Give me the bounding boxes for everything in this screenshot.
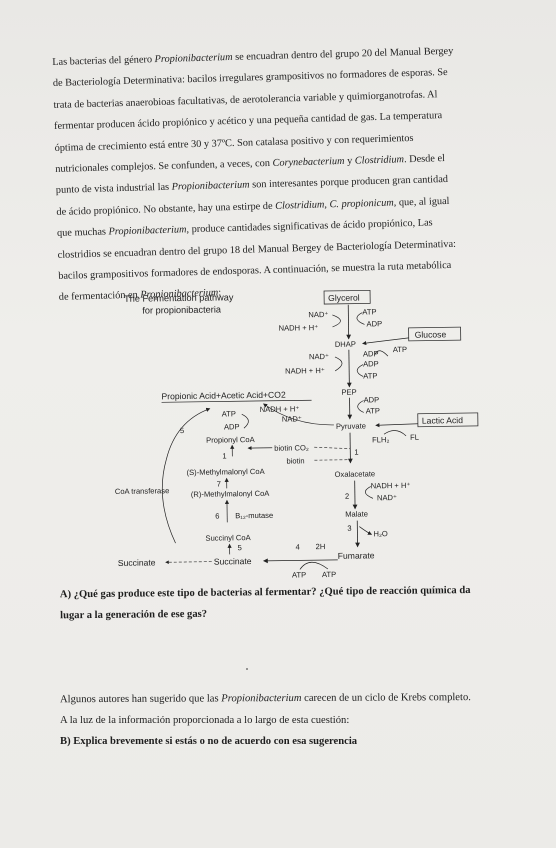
- succinate-left-label: Succinate: [118, 557, 156, 568]
- nad-plus-4-label: NAD⁺: [377, 493, 397, 502]
- pep-label: PEP: [341, 388, 356, 397]
- s-methylmalonyl-label: (S)-Methylmalonyl CoA: [186, 467, 265, 477]
- adp4-curve: [357, 400, 364, 413]
- atp-5-label: ATP: [222, 409, 236, 418]
- step-7-label: 7: [217, 479, 221, 488]
- left-loop-arrow: [161, 407, 211, 544]
- question-b-context: A la luz de la información proporcionada…: [60, 715, 350, 726]
- atp-label: ATP: [362, 307, 376, 316]
- propionyl-coa-label: Propionyl CoA: [206, 435, 256, 445]
- step-6-label: 6: [215, 512, 219, 521]
- glucose-dhap-arrow: [362, 337, 409, 346]
- question-b-intro: Algunos autores han sugerido que las Pro…: [59, 692, 471, 706]
- malate-label: Malate: [345, 509, 368, 518]
- step-3-label: 3: [347, 524, 351, 533]
- lactic-acid-box: [417, 412, 479, 428]
- lactic-pyruvate-arrow: [375, 423, 418, 428]
- atp-4-label: ATP: [366, 406, 380, 415]
- dhap-pep-arrow: [346, 349, 352, 388]
- step-5b-label: 5: [238, 543, 242, 552]
- pathway-svg: The Fermentation pathway for propionibac…: [115, 289, 479, 580]
- atp-2-label: ATP: [393, 345, 407, 354]
- h2o-curve: [359, 526, 373, 535]
- atp-6-label: ATP: [292, 570, 306, 579]
- nadh-label: NADH + H⁺: [278, 323, 318, 333]
- adp-4-label: ADP: [363, 395, 379, 404]
- atp-bottom-curve: [299, 561, 329, 570]
- lactic-acid-label: Lactic Acid: [422, 415, 463, 426]
- glucose-atp-curve: [374, 350, 389, 357]
- fumarate-label: Fumarate: [338, 550, 375, 561]
- step-5-label: 5: [180, 426, 184, 435]
- nad2-curve: [334, 356, 343, 372]
- step-4-label: 4: [296, 542, 300, 551]
- adp-5-label: ADP: [224, 422, 240, 431]
- adp-label: ADP: [366, 319, 382, 328]
- adp-2-label: ADP: [363, 349, 379, 358]
- coa-transferase-label: CoA transferase: [115, 486, 170, 496]
- question-b: B) Explica brevemente si estás o no de a…: [60, 736, 358, 747]
- biotin-dash-line: [314, 446, 351, 449]
- step-2-label: 2: [345, 492, 349, 501]
- step-1a-label: 1: [222, 451, 226, 460]
- question-a: A) ¿Qué gas produce este tipo de bacteri…: [60, 580, 500, 627]
- b12-mutase-label: B₁₂-mutase: [235, 511, 273, 521]
- atp-3-label: ATP: [363, 371, 377, 380]
- atp-curve: [356, 312, 365, 325]
- succinate-out-arrow: [165, 560, 212, 565]
- nadh-2-label: NADH + H⁺: [285, 366, 325, 376]
- adp-3-label: ADP: [363, 359, 379, 368]
- nad-plus-label: NAD⁺: [308, 310, 328, 319]
- intro-paragraph: Las bacterias del género Propionibacteri…: [52, 39, 511, 308]
- stray-mark: [246, 668, 248, 670]
- fl-label: FL: [410, 433, 419, 442]
- fumarate-succinate-arrow: [262, 558, 338, 564]
- biotin-label: biotin: [286, 456, 304, 465]
- nad-plus-3-label: NAD⁺: [282, 414, 302, 423]
- atp-7-label: ATP: [322, 570, 336, 579]
- question-a-line2: lugar a la generación de ese gas?: [60, 608, 208, 622]
- nadh-4-label: NADH + H⁺: [371, 481, 411, 491]
- h2o-label: H₂O: [373, 529, 388, 538]
- pyruvate-label: Pyruvate: [336, 421, 366, 430]
- succinyl-coa-label: Succinyl CoA: [205, 533, 251, 543]
- pyruvate-acetic-arrow: [263, 403, 334, 426]
- adp3-curve: [356, 364, 364, 377]
- atp5-curve: [241, 413, 249, 429]
- diagram-title-line2: for propionibacteria: [142, 304, 222, 315]
- succinate-label: Succinate: [214, 556, 252, 567]
- flh2-label: FLH₂: [372, 435, 389, 444]
- nadh-3-label: NADH + H⁺: [260, 404, 300, 414]
- nadh4-curve: [365, 486, 374, 499]
- glucose-box: [408, 326, 462, 342]
- propionic-header: Propionic Acid+Acetic Acid+CO2: [161, 390, 286, 402]
- propionic-underline: [161, 399, 312, 403]
- diagram-title-line1: The Fermentation pathway: [124, 292, 234, 304]
- glucose-label: Glucose: [415, 329, 447, 339]
- nad-plus-2-label: NAD⁺: [309, 352, 329, 361]
- two-h-label: 2H: [316, 542, 326, 551]
- nad-curve: [332, 314, 341, 328]
- glycerol-box: [323, 289, 371, 305]
- fl-curve: [383, 430, 407, 437]
- biotin-dash-line-2: [314, 459, 351, 461]
- r-methylmalonyl-label: (R)-Methylmalonyl CoA: [191, 489, 271, 499]
- step-1b-label: 1: [354, 448, 358, 457]
- biotin-co2-label: biotin CO₂: [274, 443, 309, 452]
- glycerol-label: Glycerol: [328, 293, 360, 303]
- fermentation-pathway-diagram: The Fermentation pathway for propionibac…: [112, 284, 516, 590]
- dhap-label: DHAP: [335, 340, 356, 349]
- oxalacetate-label: Oxalacetate: [335, 469, 376, 479]
